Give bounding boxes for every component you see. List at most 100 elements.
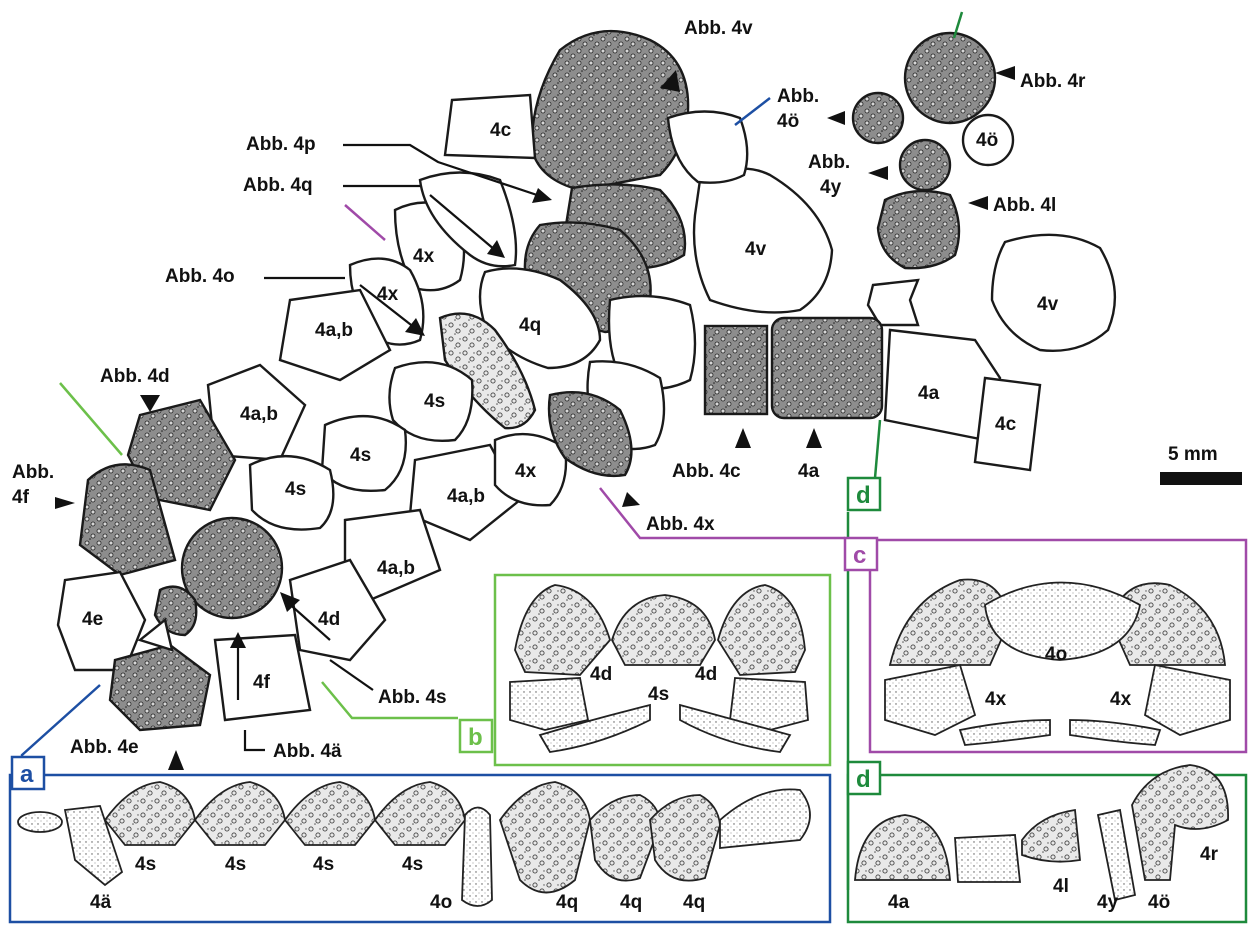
plate-triangle: [140, 620, 172, 650]
connector-blue: [735, 98, 770, 125]
panel-a-label: 4s: [313, 854, 334, 875]
arrowhead: [55, 497, 75, 509]
connector-lightgreen: [60, 383, 122, 455]
panel-b-label: 4d: [695, 664, 717, 685]
label-abb-4d: Abb. 4d: [100, 366, 170, 387]
plate-4v-outline-b: [992, 235, 1115, 351]
label-abb-4e: Abb. 4e: [70, 737, 139, 758]
label-abb-4o: Abb. 4o: [165, 266, 235, 287]
plate-4r: [905, 33, 995, 123]
connector-green-d: [875, 420, 880, 478]
plate-label: 4e: [82, 609, 103, 630]
panel-a-label: 4s: [402, 854, 423, 875]
panel-b-label: 4s: [648, 684, 669, 705]
plate-label: 4a,b: [377, 558, 415, 579]
label-abb-4o-uml: 4ö: [777, 111, 799, 132]
label-abb-4q: Abb. 4q: [243, 175, 313, 196]
plate-label: 4s: [424, 391, 445, 412]
label-abb-4s: Abb. 4s: [378, 687, 447, 708]
plate-4a-dark: [772, 318, 882, 418]
arrowhead: [735, 428, 751, 448]
arrowhead: [827, 111, 845, 125]
plate-4y: [900, 140, 950, 190]
panel-c: c 4o 4x 4x: [845, 538, 1246, 752]
arrowhead: [622, 492, 640, 507]
panel-c-label: 4o: [1045, 644, 1067, 665]
panel-a-label: 4q: [620, 892, 642, 913]
label-abb-4a-uml: Abb. 4ä: [273, 741, 342, 762]
arrowhead: [168, 750, 184, 770]
plate-near-4v-top: [668, 112, 747, 183]
arrowhead: [532, 188, 552, 203]
plate-label: 4x: [515, 461, 537, 482]
plate-label: 4v: [745, 239, 767, 260]
panel-d-label: 4l: [1053, 876, 1069, 897]
label-abb-4y: Abb.: [808, 152, 850, 173]
panel-b: b 4d 4s 4d: [460, 575, 830, 765]
label-abb-4a: 4a: [798, 461, 820, 482]
plate-label: 4s: [285, 479, 306, 500]
label-abb-4c: Abb. 4c: [672, 461, 741, 482]
panel-b-label: 4d: [590, 664, 612, 685]
connector-purple: [345, 205, 385, 240]
panel-c-label: 4x: [985, 689, 1007, 710]
panel-d-letter: d: [856, 766, 871, 793]
plate-label: 4a,b: [447, 486, 485, 507]
label-abb-4r: Abb. 4r: [1020, 71, 1086, 92]
scale-bar-line: [1160, 472, 1242, 485]
panel-d-label: 4r: [1200, 844, 1219, 865]
label-abb-4v: Abb. 4v: [684, 18, 753, 39]
panel-d-label: 4y: [1097, 892, 1119, 913]
label-abb-4f: 4f: [12, 487, 30, 508]
plate-label: 4d: [318, 609, 340, 630]
panel-a-label: 4s: [225, 854, 246, 875]
panel-a-letter: a: [20, 761, 34, 788]
plate-4o-uml-stippled: [853, 93, 903, 143]
plate-round-stippled: [182, 518, 282, 618]
panel-c-letter: c: [853, 542, 866, 569]
panel-a-label: 4q: [556, 892, 578, 913]
panel-c-label: 4x: [1110, 689, 1132, 710]
plate-4e-stippled: [110, 645, 210, 730]
panel-a-label: 4ä: [90, 892, 112, 913]
label-abb-4f: Abb.: [12, 462, 54, 483]
plate-4v-stippled: [532, 31, 688, 190]
plate-label: 4q: [519, 315, 541, 336]
label-abb-4x: Abb. 4x: [646, 514, 715, 535]
scale-label: 5 mm: [1168, 444, 1218, 465]
panel-d-marker-letter: d: [856, 482, 871, 509]
plate-label: 4a,b: [315, 320, 353, 341]
plate-4c-dark: [705, 326, 767, 414]
plate-label: 4s: [350, 445, 371, 466]
plate-label: 4v: [1037, 294, 1059, 315]
label-abb-4y: 4y: [820, 177, 842, 198]
arrowhead: [868, 166, 888, 180]
panel-a-label: 4o: [430, 892, 452, 913]
arrowhead: [140, 395, 160, 412]
connector-purple-c: [600, 488, 845, 538]
label-abb-4p: Abb. 4p: [246, 134, 316, 155]
scale-bar: 5 mm: [1160, 444, 1242, 485]
plate-label: 4f: [253, 672, 271, 693]
arrowhead: [806, 428, 822, 448]
panel-d-label: 4ö: [1148, 892, 1170, 913]
panel-a-label: 4q: [683, 892, 705, 913]
plate-label: 4c: [995, 414, 1017, 435]
label-abb-4o-uml: Abb.: [777, 86, 819, 107]
plate-4l: [878, 191, 959, 268]
leader-4a-uml: [245, 730, 265, 750]
plate-label: 4ö: [976, 130, 998, 151]
leader-4s: [330, 660, 373, 690]
panel-a: a 4ä 4s 4s 4s 4s 4o 4q 4q 4q: [10, 757, 830, 922]
plate-label: 4a: [918, 383, 940, 404]
plate-label: 4c: [490, 120, 512, 141]
arrowhead: [995, 66, 1015, 80]
panel-d-label: 4a: [888, 892, 910, 913]
plate-label: 4x: [413, 246, 435, 267]
arrowhead: [968, 196, 988, 210]
plate-label: 4a,b: [240, 404, 278, 425]
label-abb-4l: Abb. 4l: [993, 195, 1056, 216]
panel-b-letter: b: [468, 724, 483, 751]
